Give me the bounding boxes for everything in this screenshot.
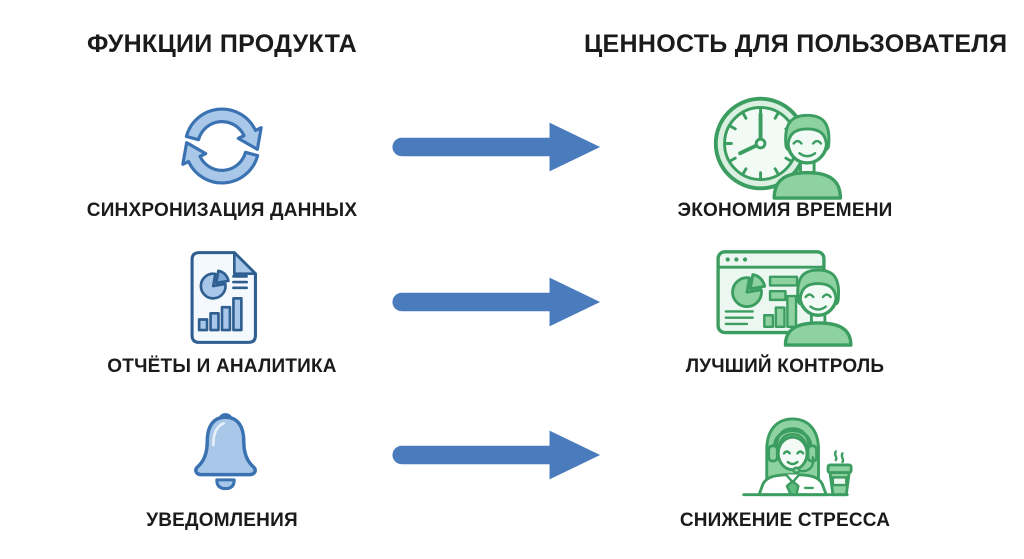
arrow-row-3 bbox=[390, 425, 604, 485]
right-column-header: ЦЕННОСТЬ ДЛЯ ПОЛЬЗОВАТЕЛЯ bbox=[584, 30, 1008, 58]
left-column-header: ФУНКЦИИ ПРОДУКТА bbox=[87, 30, 357, 58]
feature-label-notifications: УВЕДОМЛЕНИЯ bbox=[146, 510, 298, 531]
value-label-control: ЛУЧШИЙ КОНТРОЛЬ bbox=[685, 356, 885, 377]
dashboard-person-icon bbox=[714, 246, 854, 347]
bell-icon bbox=[182, 404, 269, 500]
support-agent-coffee-icon bbox=[738, 402, 853, 501]
sync-icon bbox=[177, 101, 267, 191]
clock-person-icon bbox=[708, 88, 854, 200]
feature-label-sync: СИНХРОНИЗАЦИЯ ДАННЫХ bbox=[86, 200, 358, 221]
arrow-row-1 bbox=[390, 117, 604, 177]
feature-label-reports: ОТЧЁТЫ И АНАЛИТИКА bbox=[107, 356, 337, 377]
value-label-stress-reduction: СНИЖЕНИЕ СТРЕССА bbox=[679, 510, 891, 531]
report-document-icon bbox=[178, 247, 266, 348]
value-label-time-saving: ЭКОНОМИЯ ВРЕМЕНИ bbox=[677, 200, 893, 221]
arrow-row-2 bbox=[390, 272, 604, 332]
